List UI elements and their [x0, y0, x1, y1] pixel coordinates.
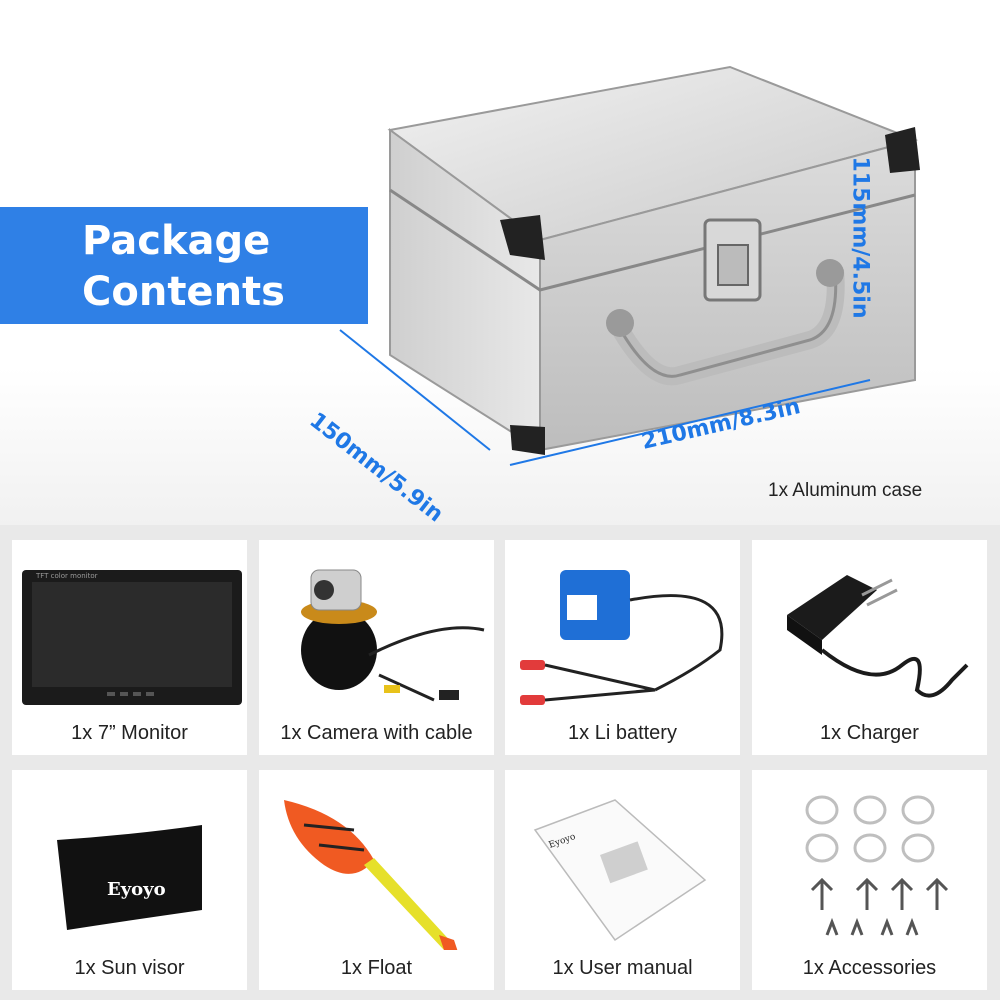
banner-line-2: Contents [82, 269, 285, 315]
item-caption: 1x Sun visor [74, 957, 185, 979]
item-accessories: 1x Accessories [752, 770, 987, 990]
height-dimension-label: 115mm/4.5in [847, 156, 873, 319]
item-caption: 1x Float [340, 957, 413, 979]
item-user-manual: Eyoyo 1x User manual [505, 770, 740, 990]
banner-line-1: Package [82, 218, 271, 264]
sun-visor-brand: Eyoyo [107, 879, 166, 900]
banner [0, 207, 368, 324]
sun-visor-image: Eyoyo [57, 825, 202, 930]
user-manual-image: Eyoyo [533, 799, 707, 942]
contents-grid: TFT color monitor 1x 7” Monitor 1x Camer… [0, 525, 1000, 1000]
monitor-brand-label: TFT color monitor [35, 572, 98, 580]
item-float: 1x Float [259, 770, 494, 990]
item-camera: 1x Camera with cable [259, 540, 494, 755]
item-caption: 1x Accessories [802, 957, 937, 979]
aluminum-case-image [339, 65, 920, 466]
item-caption: 1x 7” Monitor [71, 722, 188, 744]
item-caption: 1x Li battery [568, 722, 677, 744]
float-image [284, 800, 458, 950]
camera-image [301, 569, 485, 702]
battery-image [520, 570, 724, 705]
item-battery: 1x Li battery [505, 540, 740, 755]
case-caption: 1x Aluminum case [768, 480, 923, 501]
item-caption: 1x Camera with cable [280, 722, 473, 744]
charger-image [787, 575, 969, 698]
item-charger: 1x Charger [752, 540, 987, 755]
item-caption: 1x User manual [552, 957, 693, 979]
item-sun-visor: Eyoyo 1x Sun visor [12, 770, 247, 990]
item-monitor: TFT color monitor 1x 7” Monitor [12, 540, 247, 755]
banner-title: Package Contents [82, 216, 382, 318]
monitor-image: TFT color monitor [22, 570, 242, 705]
accessories-image [805, 795, 949, 936]
item-caption: 1x Charger [820, 722, 919, 744]
